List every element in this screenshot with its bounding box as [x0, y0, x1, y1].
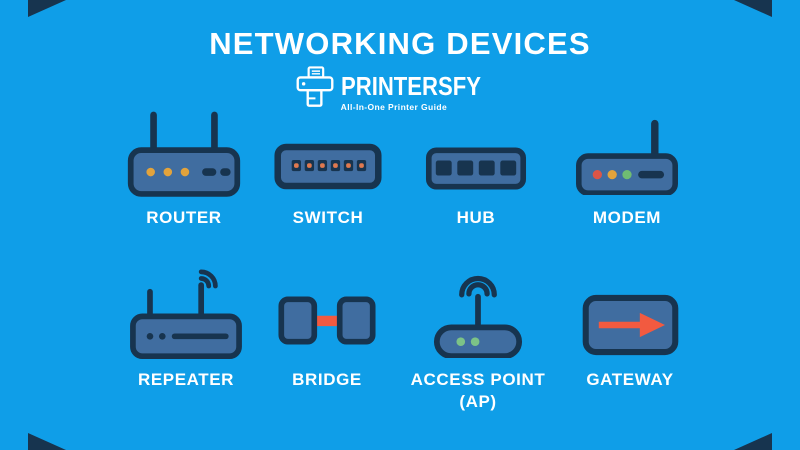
device-switch: SWITCH [228, 108, 428, 229]
corner-triangle-bottom-left [28, 433, 66, 450]
device-label: ACCESS POINT (AP) [411, 369, 546, 413]
modem-icon [576, 119, 678, 195]
device-label-line2: (AP) [459, 392, 497, 412]
device-label: MODEM [592, 208, 662, 227]
device-label: BRIDGE [292, 370, 362, 389]
printer-icon [296, 66, 334, 107]
device-repeater: REPEATER [86, 268, 286, 391]
corner-triangle-top-right [734, 0, 772, 17]
arrow-right-icon [598, 312, 665, 338]
corner-triangle-bottom-right [734, 433, 772, 450]
logo: PRINTERSFY All-In-One Printer Guide [0, 64, 800, 112]
device-gateway: GATEWAY [530, 268, 730, 391]
repeater-icon [130, 269, 242, 360]
hub-icon [425, 147, 527, 190]
page-title: NETWORKING DEVICES [209, 26, 591, 61]
device-label: GATEWAY [586, 370, 674, 389]
device-label-line1: ACCESS POINT [410, 370, 546, 389]
device-bridge: BRIDGE [227, 268, 427, 391]
corner-triangle-top-left [28, 0, 66, 17]
logo-text: PRINTERSFY All-In-One Printer Guide [341, 73, 506, 112]
brand-tagline: All-In-One Printer Guide [340, 102, 448, 112]
device-label: REPEATER [137, 370, 235, 389]
router-icon [127, 111, 241, 197]
bridge-icon [278, 296, 376, 345]
device-access-point: ACCESS POINT (AP) [378, 268, 578, 413]
device-hub: HUB [376, 108, 576, 229]
brand-name: PRINTERSFY [340, 71, 481, 101]
device-modem: MODEM [527, 108, 727, 229]
switch-icon [274, 143, 382, 190]
device-label: HUB [456, 208, 496, 227]
device-label: ROUTER [146, 208, 222, 227]
device-router: ROUTER [84, 108, 284, 229]
device-label: SWITCH [292, 208, 364, 227]
gateway-icon [582, 294, 678, 356]
access-point-icon [433, 275, 523, 358]
